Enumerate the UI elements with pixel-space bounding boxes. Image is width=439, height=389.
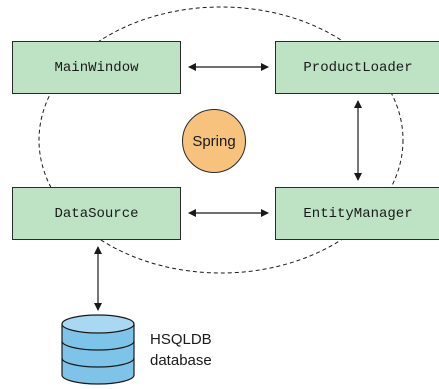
spring-context-boundary [38, 6, 404, 274]
database-label-line2: database [150, 352, 212, 369]
database-label: HSQLDB database [150, 329, 212, 371]
database-cylinder-icon [61, 314, 135, 385]
productloader-label: ProductLoader [303, 59, 413, 76]
spring-node: Spring [182, 109, 246, 173]
datasource-label: DataSource [54, 205, 139, 222]
mainwindow-label: MainWindow [54, 59, 139, 76]
entitymanager-node: EntityManager [275, 187, 439, 240]
database-label-line1: HSQLDB [150, 331, 212, 348]
datasource-node: DataSource [12, 187, 181, 240]
mainwindow-node: MainWindow [12, 41, 181, 94]
productloader-node: ProductLoader [275, 41, 439, 94]
entitymanager-label: EntityManager [303, 205, 413, 222]
spring-label: Spring [192, 132, 236, 150]
